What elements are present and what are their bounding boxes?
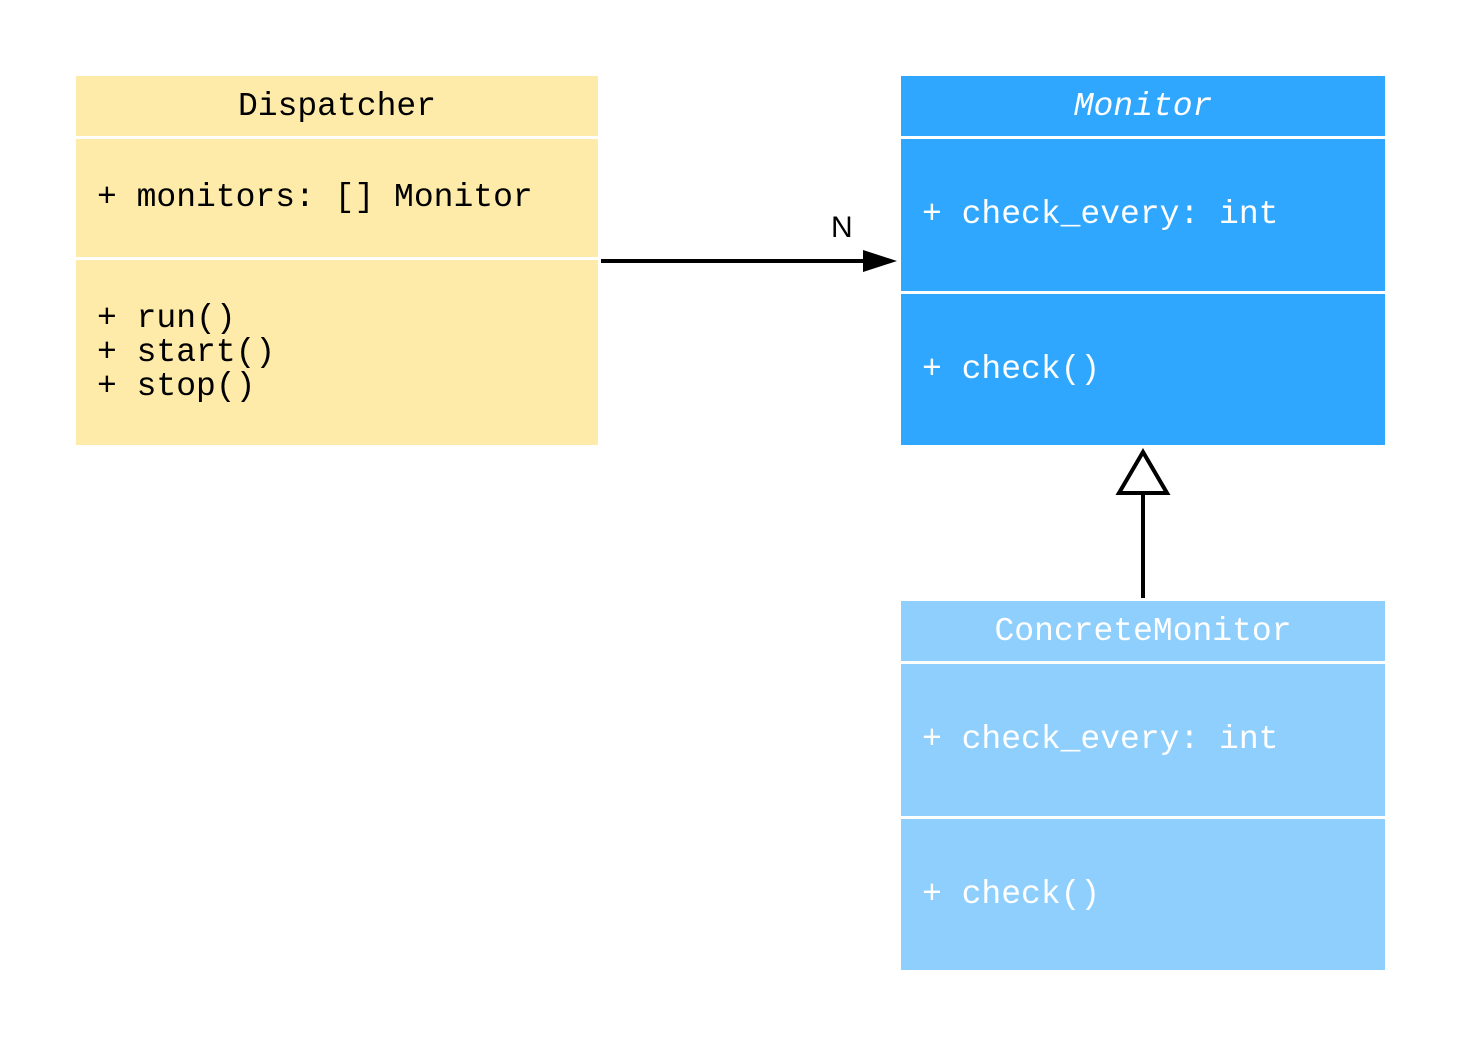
class-dispatcher: Dispatcher + monitors: [] Monitor + run(…: [76, 76, 598, 445]
method: + start(): [97, 333, 276, 371]
multiplicity-label: N: [831, 211, 853, 244]
method: + stop(): [97, 367, 256, 405]
inheritance-triangle: [1115, 448, 1171, 495]
method: + check(): [922, 350, 1101, 388]
attribute: + check_every: int: [922, 196, 1279, 233]
attributes-section: + check_every: int: [901, 664, 1385, 816]
method: + check(): [922, 875, 1101, 913]
class-monitor: Monitor + check_every: int + check(): [901, 76, 1385, 445]
class-name: Dispatcher: [76, 76, 598, 136]
attributes-section: + check_every: int: [901, 139, 1385, 291]
attribute: + check_every: int: [922, 721, 1279, 758]
association-arrowhead: [863, 250, 897, 272]
methods-section: + run() + start() + stop(): [76, 260, 598, 445]
attribute: + monitors: [] Monitor: [97, 179, 533, 216]
class-name: Monitor: [901, 76, 1385, 136]
class-name: ConcreteMonitor: [901, 601, 1385, 661]
class-concrete-monitor: ConcreteMonitor + check_every: int + che…: [901, 601, 1385, 970]
attributes-section: + monitors: [] Monitor: [76, 139, 598, 257]
methods-section: + check(): [901, 819, 1385, 970]
methods-section: + check(): [901, 294, 1385, 445]
method: + run(): [97, 299, 236, 337]
